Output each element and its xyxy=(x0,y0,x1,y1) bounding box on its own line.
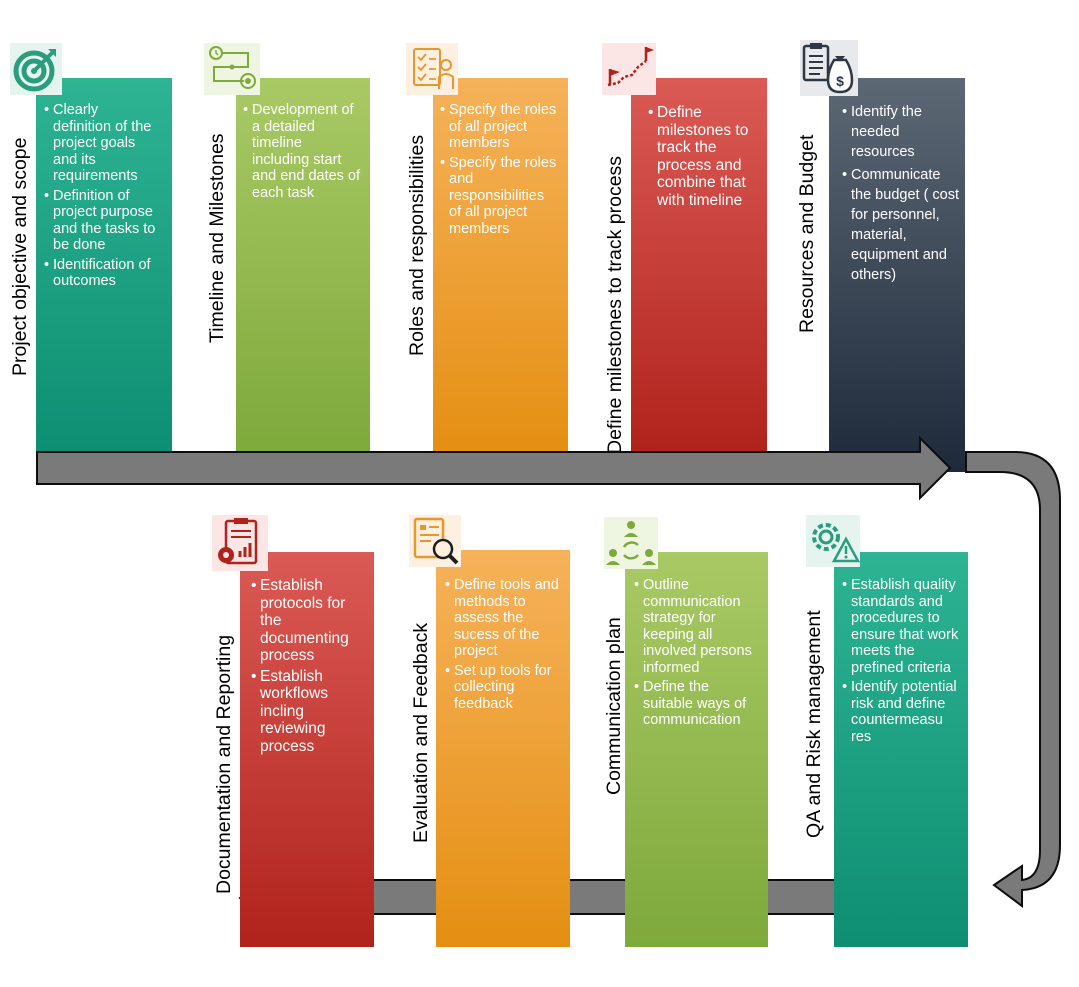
step-bullets: Clearly definition of the project goals … xyxy=(44,102,160,293)
bullet-item: Development of a detailed timeline inclu… xyxy=(243,102,361,201)
bullet-item: Communicate the budget ( cost for person… xyxy=(842,165,960,285)
report-gear-icon xyxy=(212,515,268,571)
bullet-item: Establish quality standards and procedur… xyxy=(842,577,960,676)
bullet-item: Definition of project purpose and the ta… xyxy=(44,188,160,254)
step-bullets: Identify the needed resources Communicat… xyxy=(842,102,960,288)
bullet-item: Outline communication strategy for keepi… xyxy=(634,577,760,676)
step-bullets: Define tools and methods to assess the s… xyxy=(445,577,563,715)
step-title: Evaluation and Feedback xyxy=(410,622,432,843)
step-title: Timeline and Milestones xyxy=(206,133,228,343)
milestone-flags-icon xyxy=(602,43,656,95)
step-title: QA and Risk management xyxy=(803,610,825,838)
step-title: Resources and Budget xyxy=(796,134,818,333)
bullet-item: Specify the roles of all project members xyxy=(440,102,560,152)
step-title: Communication plan xyxy=(603,617,625,795)
document-search-icon xyxy=(409,515,461,567)
bullet-item: Define the suitable ways of communicatio… xyxy=(634,679,760,729)
bullet-item: Define tools and methods to assess the s… xyxy=(445,577,563,660)
people-network-icon xyxy=(604,517,658,569)
step-title: Roles and responsibilities xyxy=(406,134,428,356)
target-icon xyxy=(10,43,62,95)
step-title: Define milestones to track process xyxy=(604,155,626,454)
step-bullets: Define milestones to track the process a… xyxy=(648,104,758,212)
bullet-item: Establish protocols for the documenting … xyxy=(251,577,369,665)
step-bullets: Outline communication strategy for keepi… xyxy=(634,577,760,732)
bullet-item: Define milestones to track the process a… xyxy=(648,104,758,209)
checklist-person-icon xyxy=(406,43,458,95)
bullet-item: Set up tools for collecting feedback xyxy=(445,663,563,713)
step-title: Documentation and Reporting xyxy=(213,634,235,894)
bullet-item: Identification of outcomes xyxy=(44,257,160,290)
step-bullets: Specify the roles of all project members… xyxy=(440,102,560,240)
bullet-item: Identify potential risk and define count… xyxy=(842,679,960,745)
clipboard-money-icon: $ xyxy=(800,40,858,96)
step-bullets: Establish quality standards and procedur… xyxy=(842,577,960,748)
bullet-item: Identify the needed resources xyxy=(842,102,960,162)
bullet-item: Clearly definition of the project goals … xyxy=(44,102,160,185)
step-title: Project objective and scope xyxy=(9,137,31,376)
gear-warning-icon xyxy=(806,515,861,567)
step-bullets: Establish protocols for the documenting … xyxy=(251,577,369,758)
step-bullets: Development of a detailed timeline inclu… xyxy=(243,102,361,204)
return-flow-arrow xyxy=(965,451,1061,908)
svg-text:$: $ xyxy=(836,73,844,89)
bullet-item: Establish workflows incling reviewing pr… xyxy=(251,668,369,756)
bullet-item: Specify the roles and responsibilities o… xyxy=(440,155,560,238)
timeline-icon xyxy=(204,43,260,95)
